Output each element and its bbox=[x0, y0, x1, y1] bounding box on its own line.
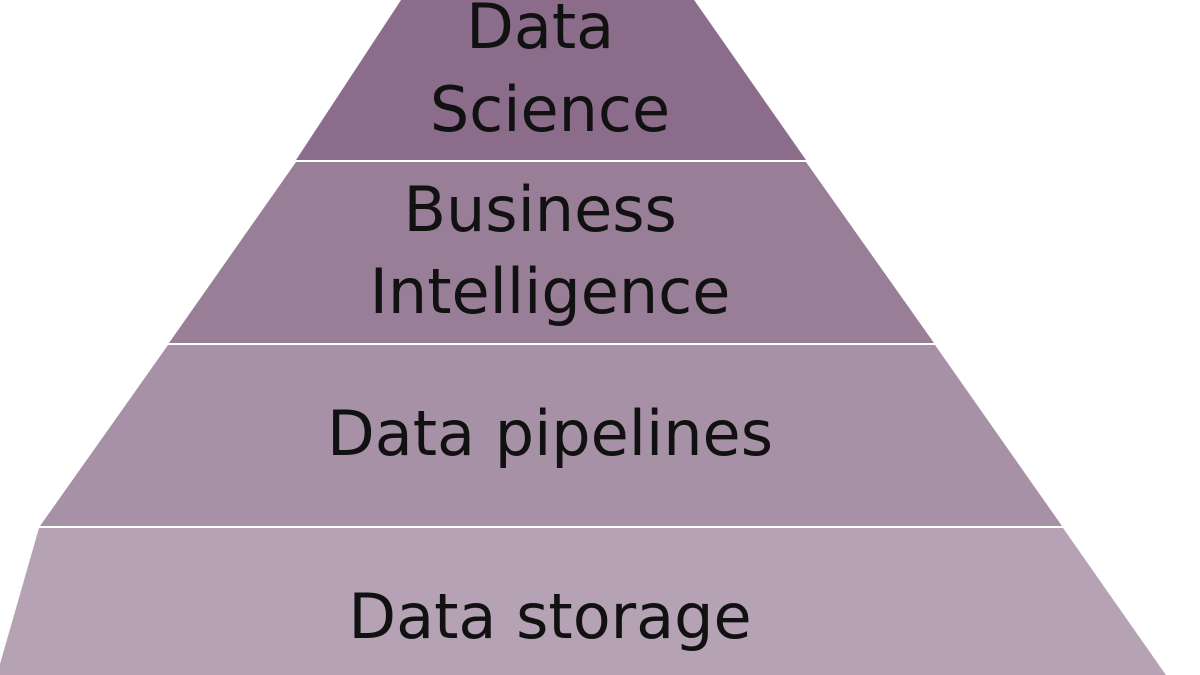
tier-business-intelligence-label: Business Intelligence bbox=[370, 173, 731, 328]
tier-data-storage-shape bbox=[0, 528, 1166, 675]
tier-data-pipelines-label: Data pipelines bbox=[327, 397, 773, 470]
tier-data-science-line-1: Data bbox=[466, 0, 614, 63]
tier-business-intelligence-line-2: Intelligence bbox=[370, 255, 731, 328]
tier-data-science-shape bbox=[296, 0, 806, 160]
tier-data-storage: Data storage bbox=[0, 528, 1166, 675]
tier-business-intelligence-line-1: Business bbox=[403, 173, 676, 246]
tier-business-intelligence-shape bbox=[169, 162, 934, 343]
tier-data-pipelines: Data pipelines bbox=[40, 345, 1062, 526]
tier-data-science: Data Science bbox=[296, 0, 806, 160]
tier-data-science-label: Data Science bbox=[430, 0, 670, 146]
tier-data-pipelines-line-1: Data pipelines bbox=[327, 397, 773, 470]
tier-data-pipelines-shape bbox=[40, 345, 1062, 526]
tier-data-storage-line-1: Data storage bbox=[348, 580, 751, 653]
tier-data-storage-label: Data storage bbox=[348, 580, 751, 653]
tier-business-intelligence: Business Intelligence bbox=[169, 162, 934, 343]
tier-data-science-line-2: Science bbox=[430, 73, 670, 146]
